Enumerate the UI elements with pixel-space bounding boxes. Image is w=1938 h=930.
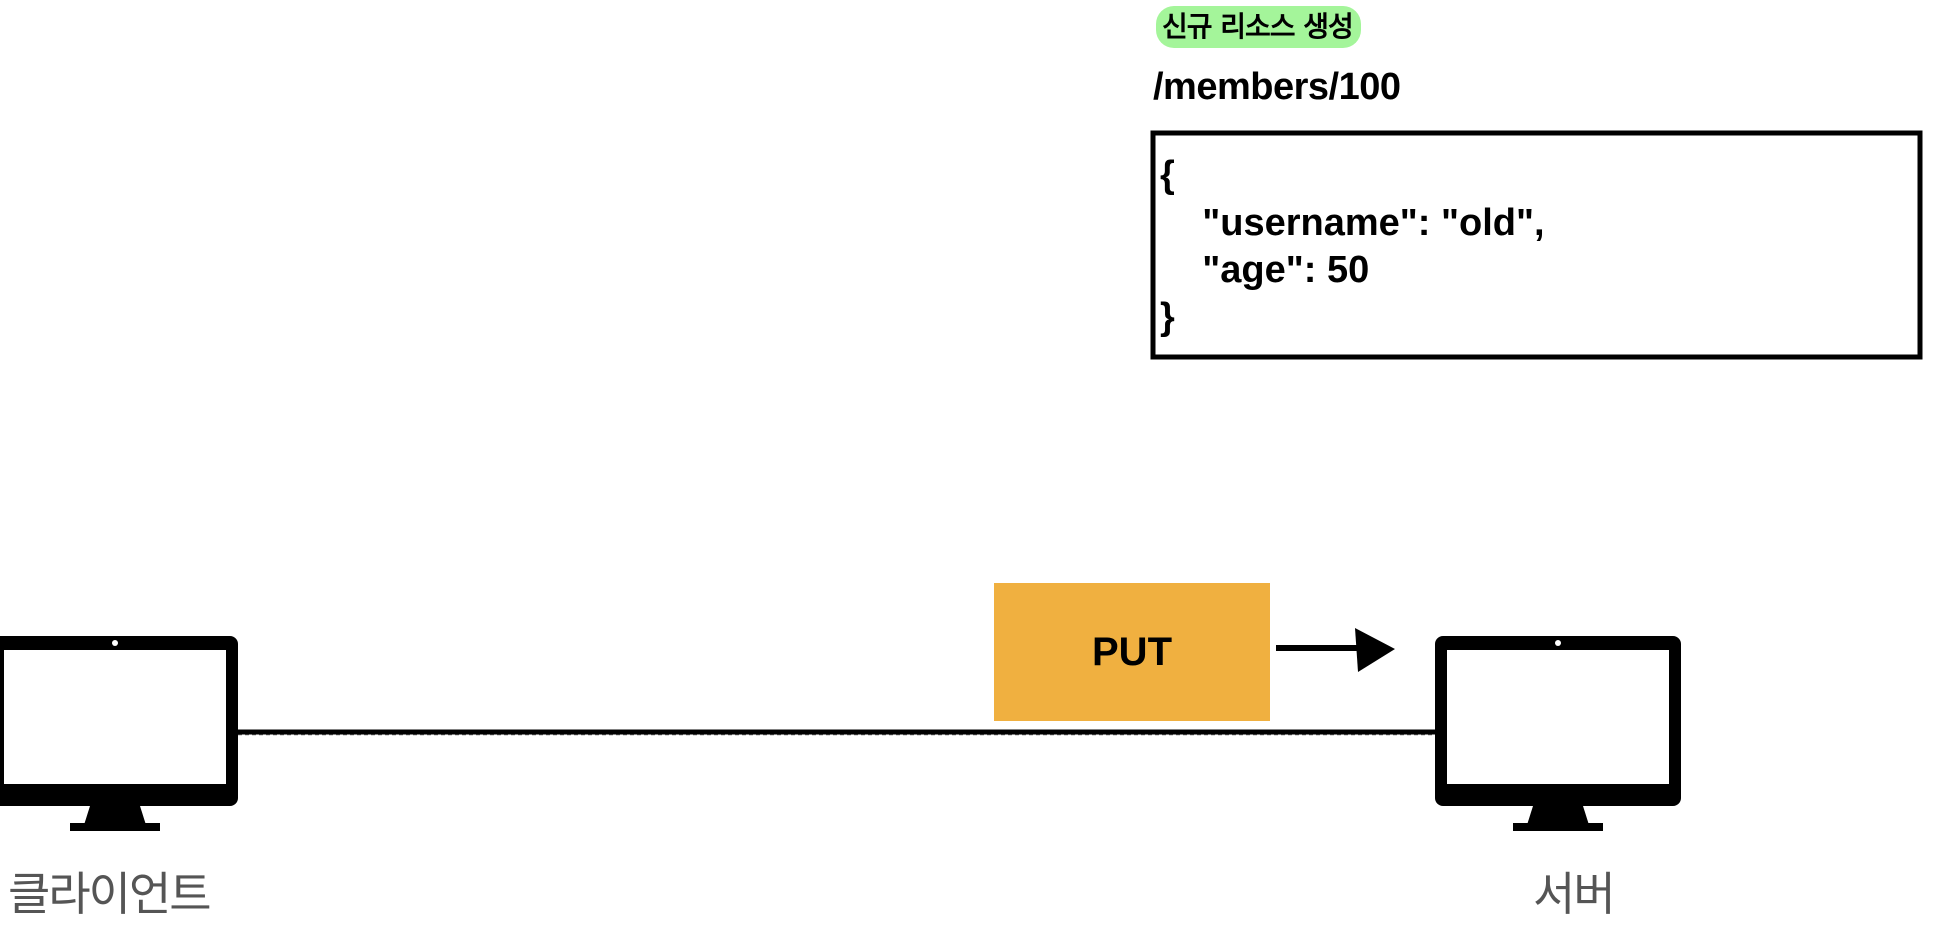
- connection-line: [238, 729, 1435, 736]
- json-box-frame: [1150, 130, 1923, 360]
- put-method-box: PUT: [994, 583, 1270, 721]
- json-line: {: [1160, 154, 1175, 196]
- resource-path: /members/100: [1153, 66, 1401, 108]
- json-line: "age": 50: [1160, 249, 1370, 291]
- server-label: 서버: [1533, 867, 1616, 921]
- json-body-box: { "username": "old", "age": 50 }: [1150, 130, 1923, 360]
- client-label: 클라이언트: [8, 867, 212, 921]
- request-arrow: [1276, 628, 1395, 672]
- new-resource-badge: 신규 리소스 생성: [1156, 6, 1361, 48]
- client-monitor-icon: [0, 634, 238, 834]
- server-monitor-icon: [1435, 634, 1681, 834]
- json-line: "username": "old",: [1160, 202, 1545, 244]
- json-line: }: [1160, 296, 1175, 338]
